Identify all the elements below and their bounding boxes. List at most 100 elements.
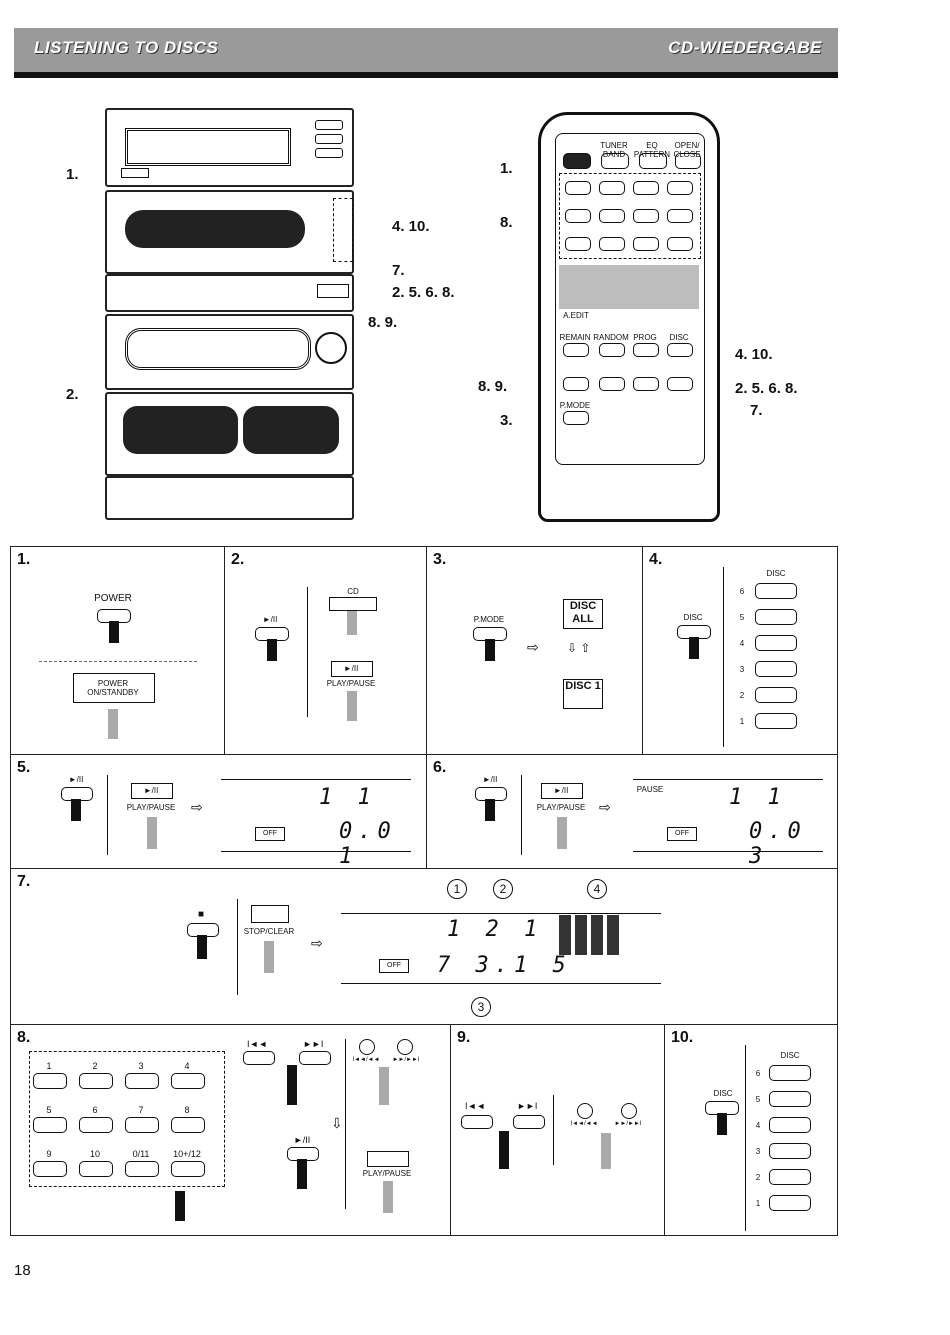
p10-slot-5: 5 [755,1095,761,1104]
p10-slot-6-button[interactable] [769,1065,811,1081]
p8-key-1[interactable] [33,1073,67,1089]
remote-key-3[interactable] [633,181,659,195]
p8-key-10plus-12[interactable] [171,1161,205,1177]
p7-stop-label: ■ [197,909,205,920]
p8-key-5[interactable] [33,1117,67,1133]
remote-stop-button[interactable] [633,377,659,391]
p8-prev-button[interactable] [243,1051,275,1065]
p8-key-2[interactable] [79,1073,113,1089]
p8-key-label-4: 4 [184,1061,190,1071]
p9-prev-button[interactable] [461,1115,493,1129]
p10-slot-1: 1 [755,1199,761,1208]
remote-disc-button[interactable] [667,343,693,357]
remote-key-0-11[interactable] [633,237,659,251]
remote-key-1[interactable] [565,181,591,195]
remote-tuner-button[interactable] [601,153,629,169]
remote-remain-button[interactable] [563,343,589,357]
remote-pmode-label: P.MODE [559,401,591,410]
p4-slot-5-button[interactable] [755,609,797,625]
p10-slot-1-button[interactable] [769,1195,811,1211]
p9-next-button[interactable] [513,1115,545,1129]
p8-key-4[interactable] [171,1073,205,1089]
p4-slot-1-button[interactable] [755,713,797,729]
panel-4: 4. DISC DISC 6 5 4 3 2 1 [642,546,838,756]
p8-key-7[interactable] [125,1117,159,1133]
remote-open-close-button[interactable] [675,153,701,169]
p10-slot-3: 3 [755,1147,761,1156]
p4-slot-3-button[interactable] [755,661,797,677]
p5-unit-play-button[interactable] [131,783,173,799]
remote-key-10[interactable] [599,237,625,251]
p3-disc-all-indicator: DISC ALL [563,599,603,629]
p8-knob-left[interactable] [359,1039,375,1055]
remote-callout-2568: 2. 5. 6. 8. [735,380,798,397]
remote-play-pause-button[interactable] [667,377,693,391]
p2-playpause-label: PLAY/PAUSE [326,679,376,688]
remote-key-9[interactable] [565,237,591,251]
p8-key-0-11[interactable] [125,1161,159,1177]
remote-power-button[interactable] [563,153,591,169]
p4-slot-2-button[interactable] [755,687,797,703]
p8-arrow-down: ⇩ [331,1115,343,1131]
p7-unit-stop-button[interactable] [251,905,289,923]
remote-next-button[interactable] [599,377,625,391]
remote-key-5[interactable] [565,209,591,223]
p8-next-label: ►►I [303,1039,324,1049]
p9-knob-left[interactable] [577,1103,593,1119]
panel-3: 3. P.MODE DISC ALL ⇨ ⇩ ⇧ DISC 1 [426,546,644,756]
p2-unit-play-button[interactable] [331,661,373,677]
p8-key-10[interactable] [79,1161,113,1177]
p4-slot-6-button[interactable] [755,583,797,599]
remote-pmode-button[interactable] [563,411,589,425]
p4-disc-header: DISC [766,569,786,578]
unit-callout-8-9: 8. 9. [368,314,398,331]
p2-cd-button[interactable] [329,597,377,611]
p4-disc-label: DISC [683,613,703,622]
p8-key-9[interactable] [33,1161,67,1177]
remote-key-2[interactable] [599,181,625,195]
section-header-bar: LISTENING TO DISCS CD-WIEDERGABE [14,28,838,78]
p10-slot-5-button[interactable] [769,1091,811,1107]
p7-arrow-right: ⇨ [311,935,323,951]
p8-key-label-9: 9 [46,1149,52,1159]
p10-slot-3-button[interactable] [769,1143,811,1159]
p8-unit-play-button[interactable] [367,1151,409,1167]
panel-10: 10. DISC DISC 6 5 4 3 2 1 [664,1024,838,1236]
p10-slot-2-button[interactable] [769,1169,811,1185]
remote-eq-button[interactable] [639,153,667,169]
onstandby-button[interactable] [73,673,155,703]
remote-key-4[interactable] [667,181,693,195]
p8-key-3[interactable] [125,1073,159,1089]
remote-prog-button[interactable] [633,343,659,357]
remote-key-8[interactable] [667,209,693,223]
remote-key-7[interactable] [633,209,659,223]
p4-slot-6: 6 [739,587,745,596]
remote-key-6[interactable] [599,209,625,223]
p7-stopclear-label: STOP/CLEAR [243,927,295,936]
cassette-module [105,392,354,476]
remote-random-button[interactable] [599,343,625,357]
p4-slot-4: 4 [739,639,745,648]
p10-slot-4-button[interactable] [769,1117,811,1133]
p8-key-6[interactable] [79,1117,113,1133]
remote-callout-3: 3. [500,412,513,429]
p6-play-label: ►/II [482,775,498,784]
p10-disc-header: DISC [780,1051,800,1060]
p8-knob-right[interactable] [397,1039,413,1055]
p8-key-label-10: 10 [89,1149,100,1159]
p8-next-button[interactable] [299,1051,331,1065]
p3-disc1-indicator: DISC 1 [563,679,603,709]
p8-key-8[interactable] [171,1117,205,1133]
p4-slot-3: 3 [739,665,745,674]
p6-key-label: ►/II [553,786,569,795]
p8-key-label-5: 5 [46,1105,52,1115]
p9-knob-right[interactable] [621,1103,637,1119]
unit-callout-1: 1. [66,166,79,183]
remote-key-10plus-12[interactable] [667,237,693,251]
remote-numeric-keypad [559,173,701,259]
p4-slot-4-button[interactable] [755,635,797,651]
p3-arrows-updown: ⇩ ⇧ [567,641,591,655]
remote-prev-button[interactable] [563,377,589,391]
p8-playpause-label: PLAY/PAUSE [362,1169,412,1178]
p6-unit-play-button[interactable] [541,783,583,799]
